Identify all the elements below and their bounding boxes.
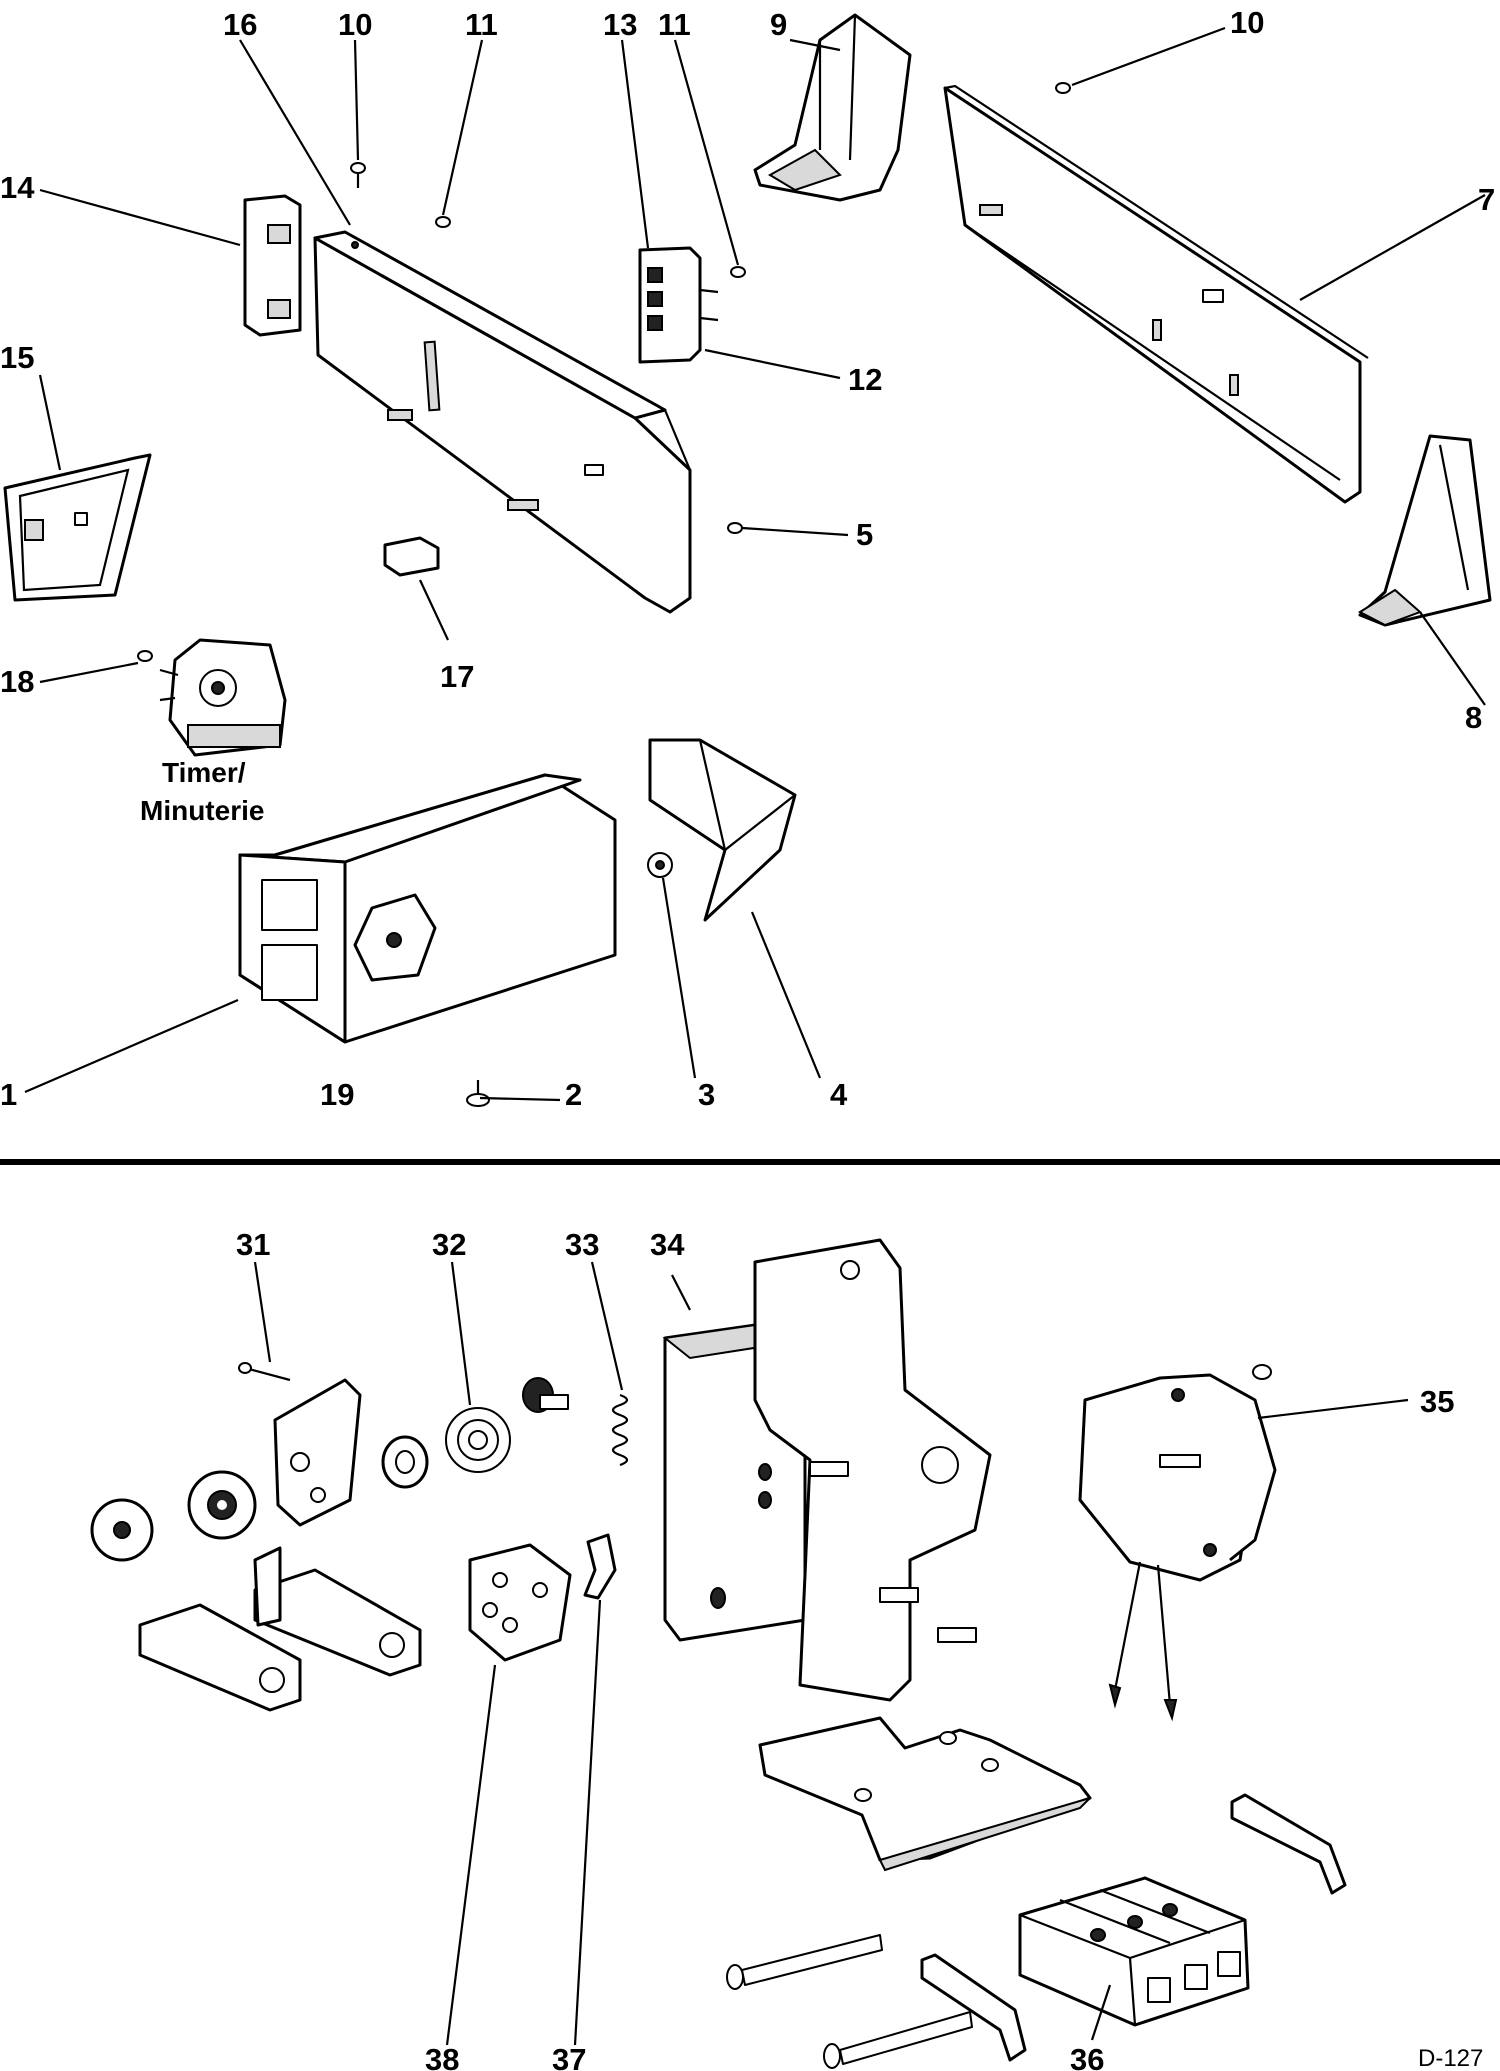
gears — [90, 1470, 257, 1562]
part-15-cover-plate — [3, 453, 152, 602]
callout-13: 13 — [603, 7, 637, 42]
callout-9: 9 — [770, 7, 787, 42]
part-18-timer — [159, 638, 287, 757]
part-38-cam — [468, 1543, 572, 1662]
part-4-bracket — [647, 738, 797, 922]
callout-11: 11 — [465, 7, 498, 42]
bottom-leader-lines — [253, 1261, 1409, 2046]
bracket-right — [1230, 1793, 1347, 1895]
callout-18: 18 — [0, 664, 34, 699]
callout-1: 1 — [0, 1077, 17, 1112]
slide-bars — [138, 1546, 422, 1712]
callout-4: 4 — [830, 1077, 848, 1112]
callout-36: 36 — [1070, 2042, 1104, 2071]
screws-10-11 — [137, 82, 1071, 662]
part-2-screw — [466, 1080, 490, 1107]
lever — [273, 1378, 362, 1527]
callout-7: 7 — [1478, 182, 1495, 217]
part-9-support — [753, 13, 912, 202]
callout-17: 17 — [440, 659, 474, 694]
callout-19: 19 — [320, 1077, 354, 1112]
figure-reference: D-127 — [1418, 2045, 1483, 2071]
callout-11: 11 — [658, 7, 691, 42]
part-37-clip — [583, 1533, 617, 1600]
pin — [522, 1377, 569, 1413]
top-callouts: 16 10 11 13 11 9 10 14 7 15 12 5 17 8 18… — [0, 5, 1495, 1112]
top-leader-lines — [24, 26, 1486, 1102]
switch-mounting-bracket — [758, 1716, 1092, 1872]
part-35-motor — [1078, 1364, 1277, 1722]
part-34-mounting-plate — [662, 1238, 992, 1702]
callout-12: 12 — [848, 362, 882, 397]
callout-34: 34 — [650, 1227, 685, 1262]
part-17-fuse — [383, 536, 440, 577]
callout-15: 15 — [0, 340, 34, 375]
callout-38: 38 — [425, 2042, 459, 2071]
bracket-left — [920, 1953, 1027, 2062]
bottom-callouts: 31 32 33 34 35 38 37 36 — [236, 1227, 1454, 2071]
part-1-housing — [238, 773, 617, 1044]
part-36-switch-block — [1018, 1876, 1250, 2027]
callout-31: 31 — [236, 1227, 270, 1262]
callout-10: 10 — [1230, 5, 1264, 40]
part-13-terminal-block — [638, 246, 719, 364]
part-7-back-panel — [943, 84, 1369, 504]
callout-14: 14 — [0, 170, 35, 205]
timer-caption-line1: Timer/ — [162, 757, 246, 788]
callout-16: 16 — [223, 7, 257, 42]
part-33-spring — [611, 1393, 629, 1467]
callout-5: 5 — [856, 517, 873, 552]
callout-8: 8 — [1465, 700, 1482, 735]
part-8-support — [1357, 434, 1492, 627]
timer-caption-line2: Minuterie — [140, 795, 264, 826]
top-parts-illustration: 16 10 11 13 11 9 10 14 7 15 12 5 17 8 18… — [0, 5, 1495, 1112]
part-14-bracket — [243, 194, 302, 337]
part-32-spring — [445, 1407, 511, 1473]
long-screws — [726, 1934, 973, 2069]
callout-2: 2 — [565, 1077, 582, 1112]
callout-10: 10 — [338, 7, 372, 42]
callout-37: 37 — [552, 2042, 586, 2071]
callout-3: 3 — [698, 1077, 715, 1112]
bottom-parts-illustration: 31 32 33 34 35 38 37 36 D-127 — [90, 1227, 1483, 2071]
callout-32: 32 — [432, 1227, 466, 1262]
part-31-screw — [238, 1362, 291, 1382]
callout-35: 35 — [1420, 1384, 1454, 1419]
callout-33: 33 — [565, 1227, 599, 1262]
part-16-control-panel — [313, 230, 692, 614]
